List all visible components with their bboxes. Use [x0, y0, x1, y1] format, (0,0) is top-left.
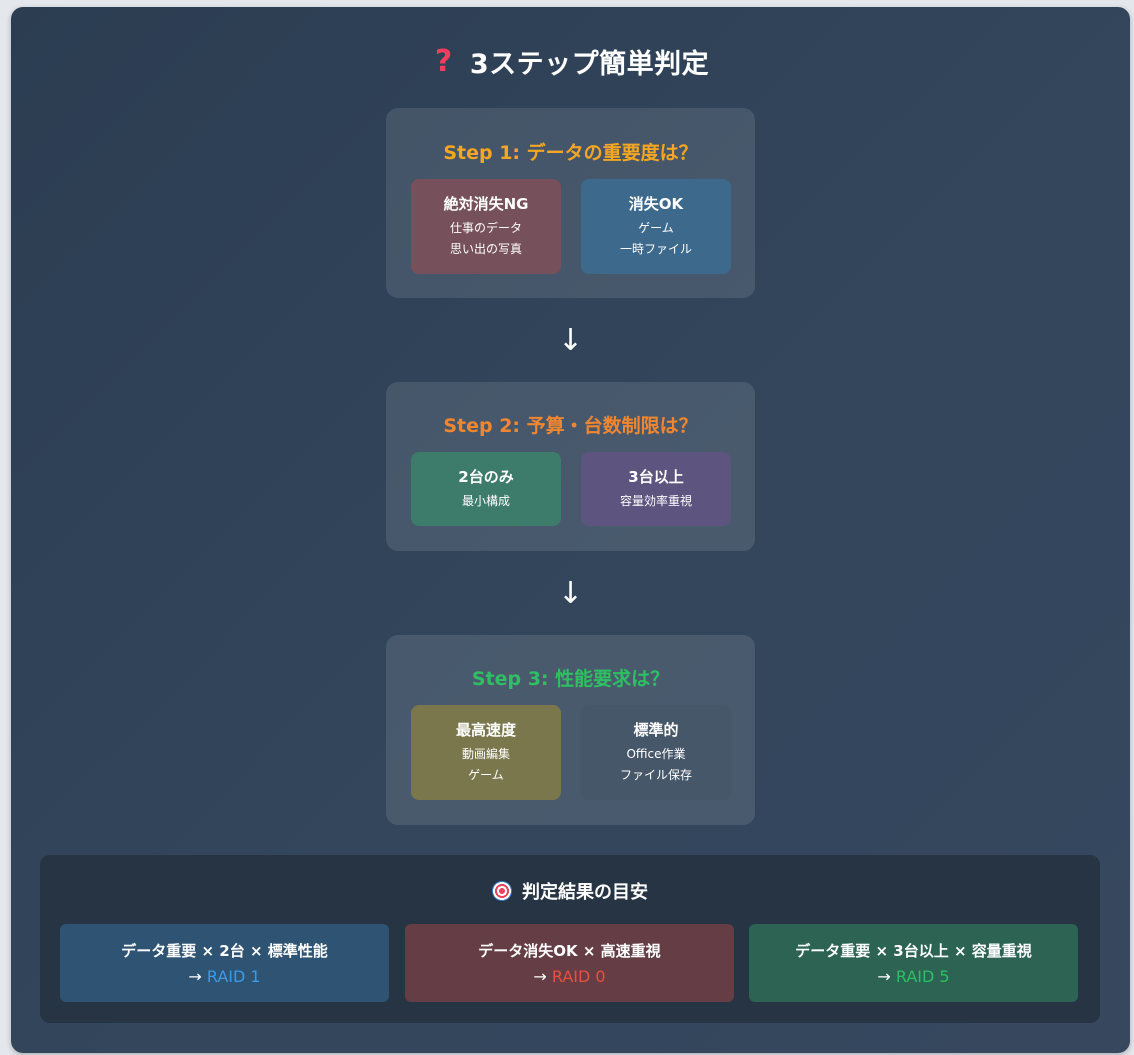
option-heading: 標準的	[633, 721, 679, 739]
target-icon	[492, 881, 512, 901]
step-1-title: Step 1: データの重要度は？	[443, 142, 698, 164]
result-raid-label: RAID 0	[551, 967, 606, 986]
option-line: 一時ファイル	[619, 242, 692, 256]
option-line: 最小構成	[461, 494, 510, 508]
result-condition: データ重要 × 3台以上 × 容量重視	[795, 942, 1032, 960]
option-heading: 最高速度	[455, 721, 516, 739]
result-section: 判定結果の目安 データ重要 × 2台 × 標準性能 → RAID 1 データ消失…	[40, 855, 1100, 1023]
step-2-box: Step 2: 予算・台数制限は？ 2台のみ 最小構成 3台以上 容量効率重視	[386, 382, 755, 551]
down-arrow-icon: ↓	[557, 576, 584, 611]
step-1-option-loss-ok: 消失OK ゲーム 一時ファイル	[581, 179, 731, 274]
main-panel: ? 3ステップ簡単判定 Step 1: データの重要度は？ 絶対消失NG 仕事の…	[11, 7, 1130, 1053]
option-heading: 消失OK	[628, 195, 684, 213]
option-line: ゲーム	[638, 221, 674, 235]
result-raid: → RAID 5	[877, 967, 949, 986]
result-arrow: →	[188, 967, 202, 986]
result-card-raid1: データ重要 × 2台 × 標準性能 → RAID 1	[60, 924, 389, 1002]
result-raid-label: RAID 1	[206, 967, 261, 986]
step-3-title: Step 3: 性能要求は？	[471, 668, 670, 690]
result-raid-label: RAID 5	[895, 967, 950, 986]
step-3-box: Step 3: 性能要求は？ 最高速度 動画編集 ゲーム 標準的 Office作…	[386, 635, 755, 825]
option-line: ゲーム	[468, 768, 504, 782]
result-card-raid0: データ消失OK × 高速重視 → RAID 0	[405, 924, 734, 1002]
page-title: ? 3ステップ簡単判定	[11, 41, 1130, 81]
result-raid: → RAID 1	[188, 967, 260, 986]
question-mark-icon: ?	[434, 43, 453, 79]
option-line: 動画編集	[461, 747, 510, 761]
step-2-title: Step 2: 予算・台数制限は？	[443, 415, 698, 437]
result-card-raid5: データ重要 × 3台以上 × 容量重視 → RAID 5	[749, 924, 1078, 1002]
step-2-option-two-drives: 2台のみ 最小構成	[411, 452, 561, 526]
option-line: 思い出の写真	[449, 242, 522, 256]
result-arrow: →	[877, 967, 891, 986]
option-heading: 3台以上	[628, 468, 684, 486]
option-line: 容量効率重視	[619, 494, 692, 508]
option-line: ファイル保存	[619, 768, 692, 782]
option-line: Office作業	[626, 747, 686, 761]
result-arrow: →	[533, 967, 547, 986]
step-1-box: Step 1: データの重要度は？ 絶対消失NG 仕事のデータ 思い出の写真 消…	[386, 108, 755, 298]
step-2-option-three-plus: 3台以上 容量効率重視	[581, 452, 731, 526]
result-condition: データ重要 × 2台 × 標準性能	[121, 942, 328, 960]
step-3-option-max-speed: 最高速度 動画編集 ゲーム	[411, 705, 561, 800]
step-3-option-standard: 標準的 Office作業 ファイル保存	[581, 705, 731, 800]
option-line: 仕事のデータ	[449, 221, 522, 235]
result-condition: データ消失OK × 高速重視	[478, 942, 661, 960]
down-arrow-icon: ↓	[557, 323, 584, 358]
result-title: 判定結果の目安	[40, 877, 1100, 905]
page-title-text: 3ステップ簡単判定	[469, 48, 710, 80]
step-1-option-critical: 絶対消失NG 仕事のデータ 思い出の写真	[411, 179, 561, 274]
option-heading: 2台のみ	[458, 468, 514, 486]
result-raid: → RAID 0	[533, 967, 605, 986]
option-heading: 絶対消失NG	[443, 195, 529, 213]
result-title-text: 判定結果の目安	[522, 882, 648, 903]
